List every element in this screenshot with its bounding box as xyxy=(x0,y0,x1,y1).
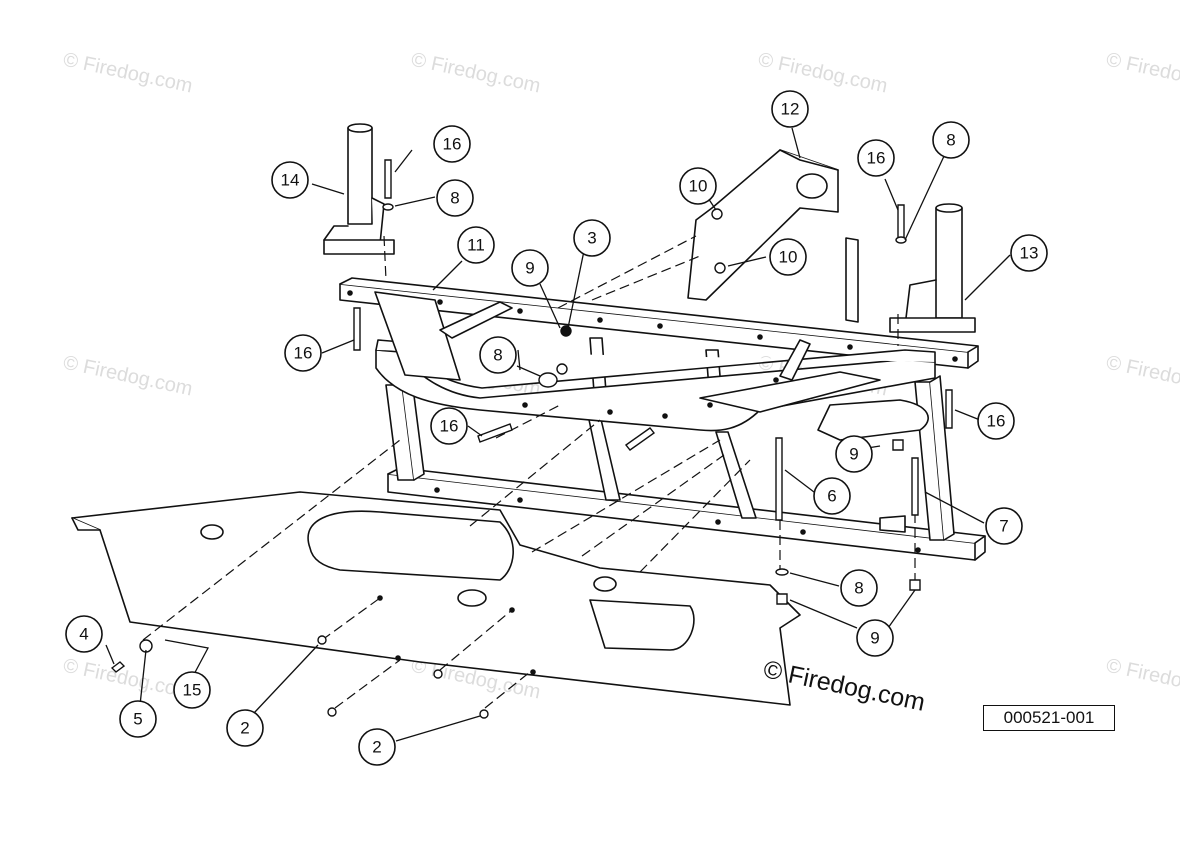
callout-9: 9 xyxy=(856,619,894,657)
callout-2: 2 xyxy=(358,728,396,766)
screw xyxy=(110,661,126,673)
diagram-id-label: 000521-001 xyxy=(983,705,1115,731)
bolt xyxy=(477,423,513,443)
svg-text:9: 9 xyxy=(870,629,879,648)
bolt xyxy=(353,307,361,351)
callout-11: 11 xyxy=(457,226,495,264)
callout-16: 16 xyxy=(284,334,322,372)
washer xyxy=(382,203,394,211)
callout-8: 8 xyxy=(436,179,474,217)
lower-cross-tube xyxy=(387,467,986,561)
callout-4: 4 xyxy=(65,615,103,653)
svg-text:8: 8 xyxy=(450,189,459,208)
callout-15: 15 xyxy=(173,671,211,709)
callout-8: 8 xyxy=(479,336,517,374)
callout-8: 8 xyxy=(932,121,970,159)
right-steering-post xyxy=(889,203,976,333)
left-steering-post xyxy=(323,123,395,255)
nut xyxy=(556,363,568,375)
screw xyxy=(433,669,443,679)
washer xyxy=(538,372,558,388)
callout-12: 12 xyxy=(771,90,809,128)
svg-text:15: 15 xyxy=(183,681,202,700)
svg-text:16: 16 xyxy=(987,412,1006,431)
callout-9: 9 xyxy=(511,249,549,287)
svg-text:11: 11 xyxy=(467,236,485,255)
svg-text:4: 4 xyxy=(79,625,88,644)
bolt xyxy=(711,208,723,220)
nut xyxy=(909,579,921,591)
bolt xyxy=(384,159,392,199)
svg-text:16: 16 xyxy=(867,149,886,168)
svg-text:2: 2 xyxy=(372,738,381,757)
bolt xyxy=(775,437,783,521)
left-mount-plate xyxy=(374,291,461,381)
right-mount-plate xyxy=(699,371,881,413)
screw xyxy=(479,709,489,719)
bolt xyxy=(911,457,919,516)
svg-text:16: 16 xyxy=(443,135,462,154)
screw xyxy=(327,707,337,717)
callout-10: 10 xyxy=(769,238,807,276)
svg-text:16: 16 xyxy=(294,344,313,363)
svg-text:10: 10 xyxy=(779,248,798,267)
callout-2: 2 xyxy=(226,709,264,747)
svg-text:8: 8 xyxy=(854,579,863,598)
callout-13: 13 xyxy=(1010,234,1048,272)
svg-text:5: 5 xyxy=(133,710,142,729)
hardware xyxy=(110,159,953,719)
mount-bracket xyxy=(687,149,859,323)
diagonal-brace xyxy=(779,339,811,381)
front-cowl xyxy=(71,491,801,706)
svg-text:16: 16 xyxy=(440,417,459,436)
diagonal-brace xyxy=(439,301,513,339)
callout-3: 3 xyxy=(573,219,611,257)
callout-16: 16 xyxy=(433,125,471,163)
svg-text:13: 13 xyxy=(1020,244,1039,263)
callout-8: 8 xyxy=(840,569,878,607)
callout-5: 5 xyxy=(119,700,157,738)
svg-text:2: 2 xyxy=(240,719,249,738)
svg-text:12: 12 xyxy=(781,100,800,119)
right-tank xyxy=(817,399,929,441)
nut xyxy=(776,593,788,605)
svg-text:8: 8 xyxy=(493,346,502,365)
bolt xyxy=(945,389,953,429)
assembly-lines xyxy=(142,235,916,709)
callout-16: 16 xyxy=(857,139,895,177)
callout-6: 6 xyxy=(813,477,851,515)
nut xyxy=(560,325,572,337)
callout-9: 9 xyxy=(835,435,873,473)
svg-text:10: 10 xyxy=(689,177,708,196)
screw xyxy=(317,635,327,645)
washer xyxy=(895,236,907,244)
svg-text:14: 14 xyxy=(281,171,300,190)
svg-text:9: 9 xyxy=(849,445,858,464)
bolt xyxy=(624,427,656,451)
bolt xyxy=(714,262,726,274)
callout-16: 16 xyxy=(977,402,1015,440)
svg-text:3: 3 xyxy=(587,229,596,248)
nut xyxy=(892,439,904,451)
callout-14: 14 xyxy=(271,161,309,199)
callout-16: 16 xyxy=(430,407,468,445)
svg-text:7: 7 xyxy=(999,517,1008,536)
callout-7: 7 xyxy=(985,507,1023,545)
svg-text:6: 6 xyxy=(827,487,836,506)
washer xyxy=(775,568,789,576)
callout-10: 10 xyxy=(679,167,717,205)
svg-text:9: 9 xyxy=(525,259,534,278)
bolt xyxy=(897,204,905,239)
svg-text:8: 8 xyxy=(946,131,955,150)
